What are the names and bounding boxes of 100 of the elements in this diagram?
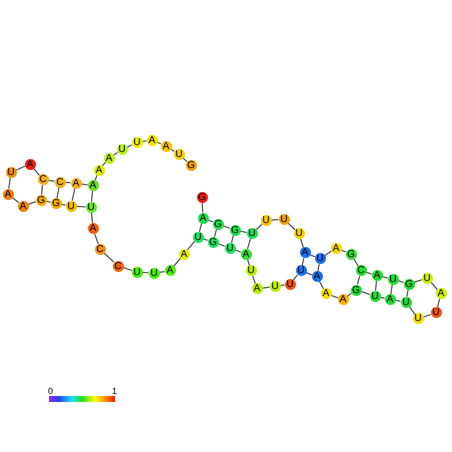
base-pair-line xyxy=(214,228,218,238)
nucleotide-circle: A xyxy=(160,140,172,152)
nucleotide-circle: C xyxy=(112,260,124,272)
backbone-line xyxy=(262,286,270,289)
backbone-line xyxy=(158,271,166,273)
backbone-line xyxy=(187,240,195,250)
base-pair-line xyxy=(302,258,304,266)
nucleotide-circle: U xyxy=(430,307,442,318)
nucleotide-circle: A xyxy=(240,248,252,260)
nucleotide-circle: C xyxy=(54,176,66,188)
backbone-line xyxy=(234,249,242,253)
nucleotide-circle: U xyxy=(400,296,412,308)
nucleotide-circle: U xyxy=(294,228,304,240)
backbone-line xyxy=(94,234,99,244)
nucleotide-circle: G xyxy=(186,160,196,171)
nucleotide-circle: U xyxy=(278,214,290,225)
nucleotide-circle: U xyxy=(192,232,204,243)
backbone-line xyxy=(300,238,304,248)
nucleotide-circle: U xyxy=(132,266,142,278)
nucleotide-circle: U xyxy=(314,253,326,264)
nucleotide-circle: U xyxy=(132,136,142,148)
nucleotide-circle: G xyxy=(346,248,356,260)
backbone-line xyxy=(408,306,416,315)
nucleotide-circle: G xyxy=(196,192,208,204)
base-pair-line xyxy=(56,186,60,199)
nucleotide-circle: A xyxy=(372,270,382,282)
base-pair-line xyxy=(72,188,76,202)
nucleotide-circle: A xyxy=(330,242,342,254)
scale-label: 1 xyxy=(112,386,118,396)
nucleotide-circle: U xyxy=(246,265,256,276)
backbone-line xyxy=(33,168,40,176)
backbone-line xyxy=(414,279,422,283)
nucleotide-circle: U xyxy=(66,200,76,212)
backbone-line xyxy=(252,276,256,284)
nucleotide-circle: A xyxy=(104,152,114,164)
nucleotide-circle: U xyxy=(6,166,16,178)
nucleotide-circle: G xyxy=(404,278,414,290)
nucleotide-circle: G xyxy=(230,224,240,236)
nucleotide-circle: U xyxy=(260,214,272,226)
nucleotide-circle: G xyxy=(36,194,46,206)
base-pair-line xyxy=(198,222,202,232)
nucleotide-circle: U xyxy=(412,313,424,324)
nucleotide-circle: A xyxy=(300,247,310,258)
backbone-line xyxy=(222,225,230,229)
nucleotide-circle: A xyxy=(320,288,332,300)
backbone-line xyxy=(91,212,93,224)
scale-label: 0 xyxy=(48,386,54,396)
base-pair-line xyxy=(317,264,320,272)
nucleotide-circle: A xyxy=(338,294,348,306)
nucleotide-circle: A xyxy=(164,265,176,276)
nucleotide-circle: G xyxy=(350,284,362,296)
nucleotide-circle: G xyxy=(212,218,224,230)
nucleotide-circle: A xyxy=(70,178,82,189)
backbone-line xyxy=(142,272,150,274)
nucleotide-circle: U xyxy=(86,202,96,213)
backbone-line xyxy=(28,201,36,205)
backbone-line xyxy=(202,202,204,213)
backbone-line xyxy=(360,291,370,295)
base-pair-line xyxy=(91,190,93,202)
backbone-line xyxy=(173,258,181,268)
nucleotide-circle: A xyxy=(88,223,98,234)
nucleotide-circle: A xyxy=(198,212,208,224)
nucleotide-circle: A xyxy=(146,134,158,146)
nucleotide-circle: A xyxy=(436,288,446,300)
base-pair-line xyxy=(230,234,234,244)
base-pair-line xyxy=(356,276,360,286)
nucleotide-circle: U xyxy=(370,290,380,302)
backbone-line xyxy=(64,182,72,184)
base-pair-line xyxy=(406,288,409,298)
backbone-line xyxy=(293,274,298,280)
nucleotide-circle: G xyxy=(208,236,218,248)
nucleotide-circle: A xyxy=(252,283,262,294)
nucleotide-circle: A xyxy=(24,158,36,170)
backbone-line xyxy=(436,298,440,308)
nucleotide-circle: A xyxy=(94,164,104,176)
nucleotide-circle: A xyxy=(384,294,396,306)
nucleotide-circle: C xyxy=(38,174,48,186)
backbone-line xyxy=(8,177,11,190)
nucleotide-circle: U xyxy=(296,265,306,276)
backbone-line xyxy=(218,243,226,247)
nucleotide-circle: U xyxy=(246,228,258,240)
nucleotide-circle: U xyxy=(270,280,280,292)
backbone-line xyxy=(271,219,279,221)
nucleotide-circle: A xyxy=(178,248,190,260)
nucleotide-circle: U xyxy=(148,268,160,279)
base-pair-line xyxy=(375,280,377,292)
nucleotide-circle: C xyxy=(94,244,106,255)
nucleotide-circle: A xyxy=(88,180,98,192)
backbone-line xyxy=(430,282,438,290)
base-pair-line xyxy=(41,184,43,196)
nucleotide-circle: U xyxy=(174,148,184,160)
nucleotide-circle: A xyxy=(18,200,28,212)
backbone-line xyxy=(319,281,324,290)
nucleotide-circle: U xyxy=(116,144,128,156)
backbone-line xyxy=(256,224,262,230)
base-pair-line xyxy=(390,284,393,295)
nucleotide-circle: A xyxy=(312,271,322,282)
nucleotide-circle: A xyxy=(2,188,14,200)
nucleotide-circle: U xyxy=(422,272,432,284)
backbone-line xyxy=(122,267,132,271)
